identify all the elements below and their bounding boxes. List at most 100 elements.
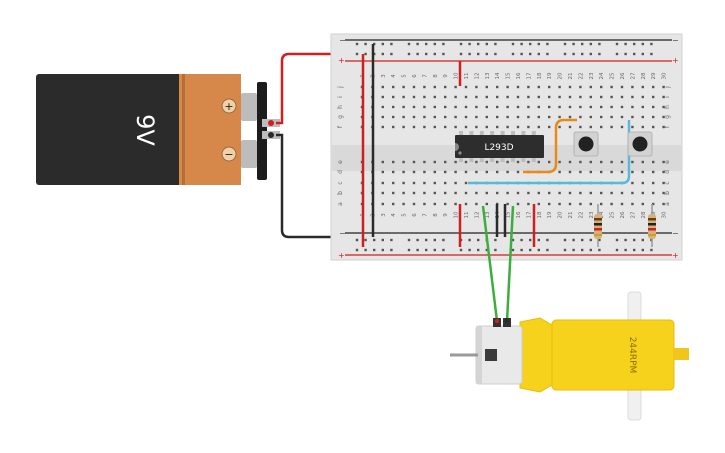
- rail-hole[interactable]: [520, 42, 523, 46]
- breadboard-hole[interactable]: [433, 202, 436, 206]
- rail-hole[interactable]: [589, 248, 592, 252]
- rail-hole[interactable]: [598, 42, 601, 46]
- breadboard-hole[interactable]: [412, 170, 416, 174]
- breadboard-hole[interactable]: [641, 160, 644, 164]
- rail-hole[interactable]: [520, 238, 523, 242]
- breadboard-hole[interactable]: [381, 160, 384, 164]
- rail-hole[interactable]: [520, 52, 523, 56]
- breadboard-hole[interactable]: [485, 115, 488, 119]
- rail-hole[interactable]: [641, 42, 644, 46]
- rail-hole[interactable]: [494, 42, 497, 46]
- rail-hole[interactable]: [477, 248, 480, 252]
- rail-hole[interactable]: [581, 42, 584, 46]
- breadboard-hole[interactable]: [579, 191, 582, 195]
- breadboard-hole[interactable]: [548, 191, 551, 195]
- breadboard-hole[interactable]: [381, 125, 384, 129]
- breadboard-hole[interactable]: [412, 160, 416, 164]
- rail-hole[interactable]: [650, 52, 653, 56]
- breadboard-hole[interactable]: [433, 95, 436, 99]
- breadboard-hole[interactable]: [610, 105, 613, 109]
- breadboard-hole[interactable]: [558, 95, 561, 99]
- breadboard-hole[interactable]: [537, 95, 540, 99]
- breadboard-hole[interactable]: [381, 170, 384, 174]
- rail-hole[interactable]: [407, 52, 411, 56]
- breadboard-hole[interactable]: [464, 105, 468, 109]
- breadboard-hole[interactable]: [579, 85, 582, 89]
- breadboard-hole[interactable]: [475, 191, 478, 195]
- wire-red-battery[interactable]: [276, 52, 352, 125]
- breadboard-hole[interactable]: [558, 115, 561, 119]
- breadboard-hole[interactable]: [381, 105, 384, 109]
- breadboard-hole[interactable]: [568, 115, 572, 119]
- breadboard-hole[interactable]: [548, 202, 551, 206]
- breadboard-hole[interactable]: [423, 160, 426, 164]
- breadboard-hole[interactable]: [392, 115, 395, 119]
- breadboard-hole[interactable]: [548, 160, 551, 164]
- breadboard-hole[interactable]: [485, 170, 488, 174]
- rail-hole[interactable]: [572, 248, 575, 252]
- breadboard-hole[interactable]: [433, 125, 436, 129]
- resistor-left[interactable]: [594, 204, 602, 247]
- rail-hole[interactable]: [511, 42, 515, 46]
- rail-hole[interactable]: [425, 238, 428, 242]
- breadboard-hole[interactable]: [558, 170, 561, 174]
- breadboard-hole[interactable]: [402, 105, 405, 109]
- rail-hole[interactable]: [650, 42, 653, 46]
- breadboard-hole[interactable]: [620, 95, 624, 99]
- breadboard-hole[interactable]: [631, 105, 634, 109]
- breadboard-hole[interactable]: [558, 202, 561, 206]
- breadboard-hole[interactable]: [475, 85, 478, 89]
- breadboard-hole[interactable]: [506, 160, 509, 164]
- breadboard-hole[interactable]: [652, 202, 655, 206]
- wire-blue-button[interactable]: [468, 120, 631, 185]
- breadboard-hole[interactable]: [631, 191, 634, 195]
- breadboard-hole[interactable]: [610, 170, 613, 174]
- breadboard-hole[interactable]: [589, 170, 592, 174]
- breadboard-hole[interactable]: [579, 95, 582, 99]
- rail-hole[interactable]: [485, 42, 488, 46]
- breadboard-hole[interactable]: [548, 85, 551, 89]
- breadboard-hole[interactable]: [641, 170, 644, 174]
- rail-hole[interactable]: [537, 238, 540, 242]
- breadboard-hole[interactable]: [641, 105, 644, 109]
- rail-hole[interactable]: [433, 42, 436, 46]
- breadboard-hole[interactable]: [600, 95, 603, 99]
- rail-hole[interactable]: [390, 238, 393, 242]
- breadboard-hole[interactable]: [454, 191, 457, 195]
- rail-hole[interactable]: [425, 52, 428, 56]
- rail-hole[interactable]: [468, 52, 471, 56]
- rail-hole[interactable]: [537, 52, 540, 56]
- rail-hole[interactable]: [442, 52, 445, 56]
- breadboard-hole[interactable]: [631, 170, 634, 174]
- rail-hole[interactable]: [624, 52, 627, 56]
- breadboard-hole[interactable]: [527, 95, 530, 99]
- breadboard-hole[interactable]: [412, 105, 416, 109]
- breadboard-hole[interactable]: [444, 105, 447, 109]
- rail-hole[interactable]: [633, 248, 636, 252]
- breadboard-hole[interactable]: [589, 160, 592, 164]
- breadboard-hole[interactable]: [589, 115, 592, 119]
- breadboard-hole[interactable]: [464, 191, 468, 195]
- rail-hole[interactable]: [589, 42, 592, 46]
- rail-hole[interactable]: [477, 52, 480, 56]
- breadboard-hole[interactable]: [579, 170, 582, 174]
- rail-hole[interactable]: [563, 238, 567, 242]
- breadboard-hole[interactable]: [475, 125, 478, 129]
- breadboard-hole[interactable]: [496, 160, 499, 164]
- breadboard-hole[interactable]: [589, 125, 592, 129]
- chip-l293d[interactable]: L293D: [455, 131, 544, 162]
- rail-hole[interactable]: [563, 42, 567, 46]
- resistor-right[interactable]: [648, 204, 656, 247]
- breadboard-hole[interactable]: [652, 170, 655, 174]
- breadboard-hole[interactable]: [516, 95, 520, 99]
- rail-hole[interactable]: [598, 248, 601, 252]
- breadboard-hole[interactable]: [506, 125, 509, 129]
- rail-hole[interactable]: [442, 238, 445, 242]
- breadboard-hole[interactable]: [423, 85, 426, 89]
- breadboard-hole[interactable]: [392, 85, 395, 89]
- breadboard-hole[interactable]: [496, 105, 499, 109]
- push-button-right[interactable]: [627, 131, 653, 157]
- breadboard-hole[interactable]: [537, 191, 540, 195]
- rail-hole[interactable]: [633, 238, 636, 242]
- rail-hole[interactable]: [390, 52, 393, 56]
